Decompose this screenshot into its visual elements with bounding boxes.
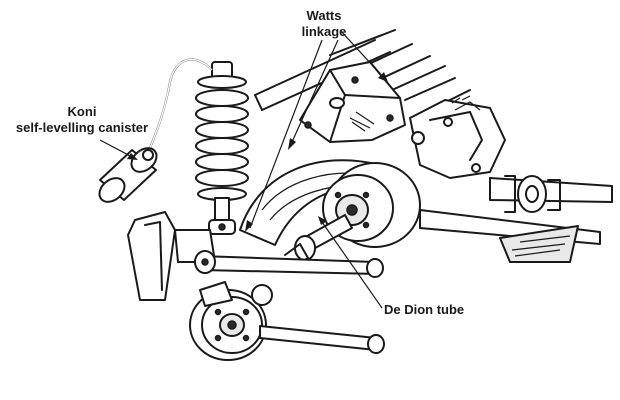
koni-canister-label: Koni self-levelling canister xyxy=(12,104,152,136)
coil-spring-damper xyxy=(195,61,249,235)
radius-arm xyxy=(194,250,384,278)
watts-arrow-left xyxy=(245,220,253,232)
koni-canister xyxy=(98,147,158,203)
koni-label-line2: self-levelling canister xyxy=(15,120,149,135)
watts-arrow-right xyxy=(288,138,296,150)
dedion-leader xyxy=(321,221,383,309)
watts-label-line2: linkage xyxy=(301,24,347,39)
dedion-arrow xyxy=(318,216,327,225)
lower-wheel-hub xyxy=(189,281,273,361)
watts-label-line1: Watts xyxy=(306,8,342,23)
watts-arrow-top xyxy=(378,72,388,82)
lower-trailing-link xyxy=(259,325,385,354)
hydraulic-hose xyxy=(149,58,213,149)
koni-leader xyxy=(99,139,135,159)
koni-arrow xyxy=(127,153,138,160)
drive-shaft xyxy=(489,175,613,213)
watts-leader-top xyxy=(339,29,385,79)
watts-leader-right xyxy=(291,39,339,143)
differential-housing xyxy=(409,95,506,179)
watts-leader-left xyxy=(249,39,323,229)
right-lower-link xyxy=(419,209,601,263)
watts-linkage-bracket xyxy=(299,61,406,143)
leader-lines xyxy=(99,29,388,309)
koni-label-line1: Koni xyxy=(67,104,97,119)
de-dion-tube-label: De Dion tube xyxy=(384,302,465,317)
watts-linkage-label: Watts linkage xyxy=(284,8,364,40)
